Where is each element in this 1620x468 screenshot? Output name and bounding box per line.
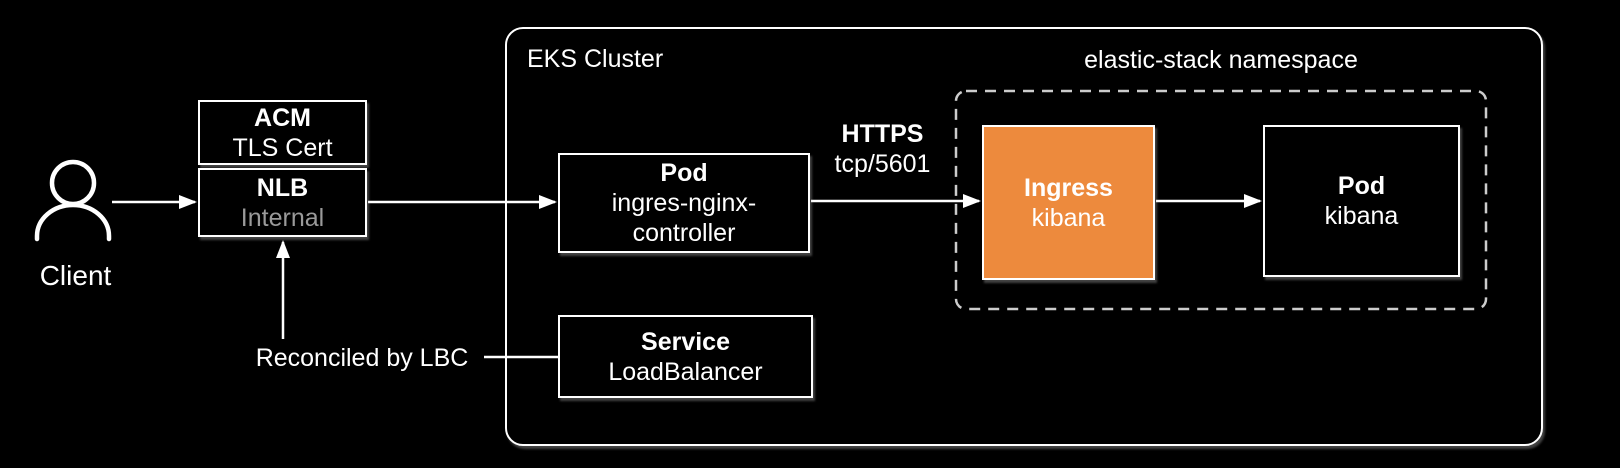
client-icon [28, 146, 123, 251]
eks-cluster-boundary [505, 27, 1543, 446]
kibana-ingress-node: Ingress kibana [982, 125, 1155, 280]
https-protocol-label: HTTPS [841, 120, 924, 148]
ingress-controller-pod-name-line2: controller [632, 219, 736, 247]
client-label: Client [39, 260, 112, 291]
service-subtitle: LoadBalancer [608, 357, 763, 386]
ingress-controller-pod-node: Pod ingres-nginx- controller [558, 153, 810, 253]
ingress-controller-pod-name-line1: ingres-nginx- [611, 189, 757, 217]
https-port-label: tcp/5601 [834, 150, 931, 178]
nlb-node: NLB Internal [198, 168, 367, 237]
service-title: Service [641, 327, 730, 356]
https-edge-label: HTTPS tcp/5601 [805, 119, 960, 179]
nlb-title: NLB [256, 173, 309, 202]
kibana-pod-node: Pod kibana [1263, 125, 1460, 277]
ingress-controller-pod-title: Pod [660, 159, 708, 187]
kibana-pod-title: Pod [1337, 172, 1386, 200]
kibana-ingress-subtitle: kibana [1031, 203, 1106, 232]
acm-title: ACM [254, 103, 311, 132]
nlb-subtitle: Internal [240, 203, 325, 232]
namespace-boundary [954, 89, 1488, 311]
kibana-pod-subtitle: kibana [1324, 202, 1399, 230]
acm-subtitle: TLS Cert [232, 133, 333, 162]
namespace-label: elastic-stack namespace [1084, 46, 1358, 74]
service-node: Service LoadBalancer [558, 315, 813, 398]
reconciled-by-lbc-label: Reconciled by LBC [255, 344, 469, 372]
eks-cluster-label: EKS Cluster [527, 45, 664, 73]
kibana-ingress-title: Ingress [1024, 173, 1113, 202]
acm-node: ACM TLS Cert [198, 100, 367, 165]
